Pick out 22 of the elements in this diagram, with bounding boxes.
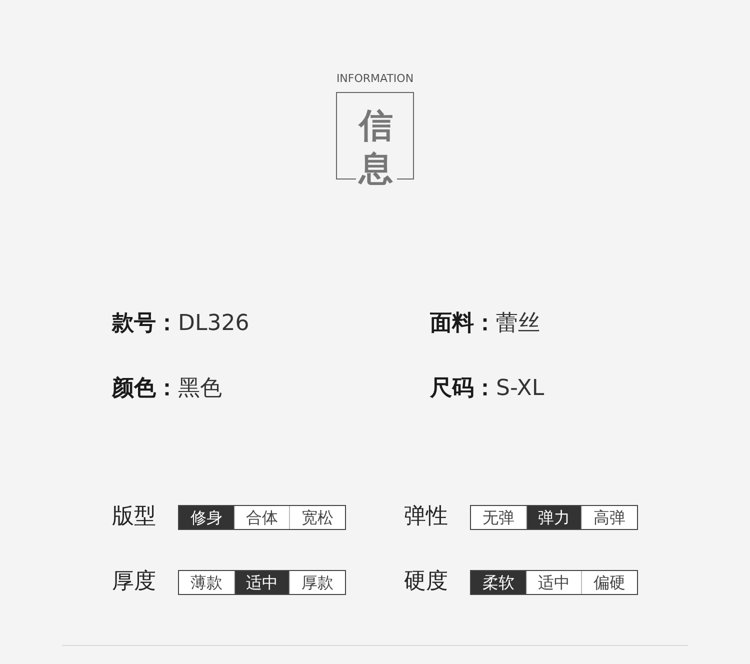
scale-label: 硬度	[404, 569, 448, 595]
scale-option: 高弹	[581, 506, 638, 529]
scale-option: 薄款	[179, 571, 234, 594]
scale-label: 版型	[112, 504, 156, 530]
scale-option: 适中	[526, 571, 582, 594]
heading: 信息	[358, 105, 394, 191]
scale-label: 弹性	[404, 504, 448, 530]
subheading: INFORMATION	[335, 72, 415, 85]
spec-text: 颜色：黑色	[112, 375, 222, 403]
scale-option: 宽松	[289, 506, 346, 529]
selected-option: 弹力	[526, 506, 582, 529]
spec-text: 尺码：S-XL	[430, 375, 544, 403]
scale-option: 偏硬	[581, 571, 638, 594]
scale-label: 厚度	[112, 569, 156, 595]
scale-option: 无弹	[471, 506, 526, 529]
spec-text: 款号：DL326	[112, 310, 250, 338]
selected-option: 柔软	[471, 571, 526, 594]
scale-option: 合体	[234, 506, 290, 529]
selected-option: 适中	[234, 571, 290, 594]
spec-text: 面料：蕾丝	[430, 310, 540, 338]
selected-option: 修身	[179, 506, 234, 529]
scale-option: 厚款	[289, 571, 346, 594]
